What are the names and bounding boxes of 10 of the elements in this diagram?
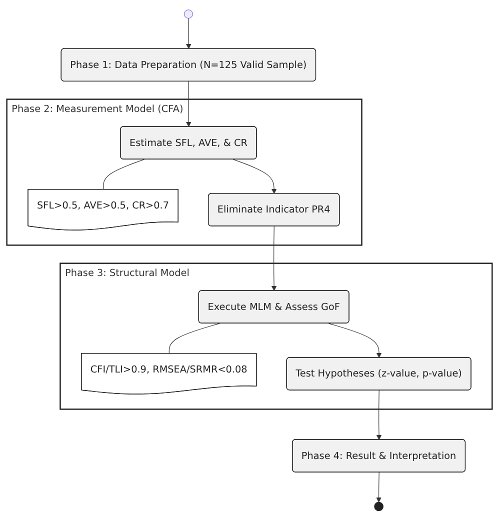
arrow (186, 80, 192, 127)
arrow (232, 158, 277, 194)
arrow (186, 18, 192, 49)
arrow (376, 472, 382, 502)
arrow (271, 226, 277, 291)
connector (102, 158, 145, 190)
connector (168, 322, 220, 354)
arrow (376, 390, 382, 440)
node-circle (184, 9, 193, 18)
arrow (328, 322, 382, 358)
